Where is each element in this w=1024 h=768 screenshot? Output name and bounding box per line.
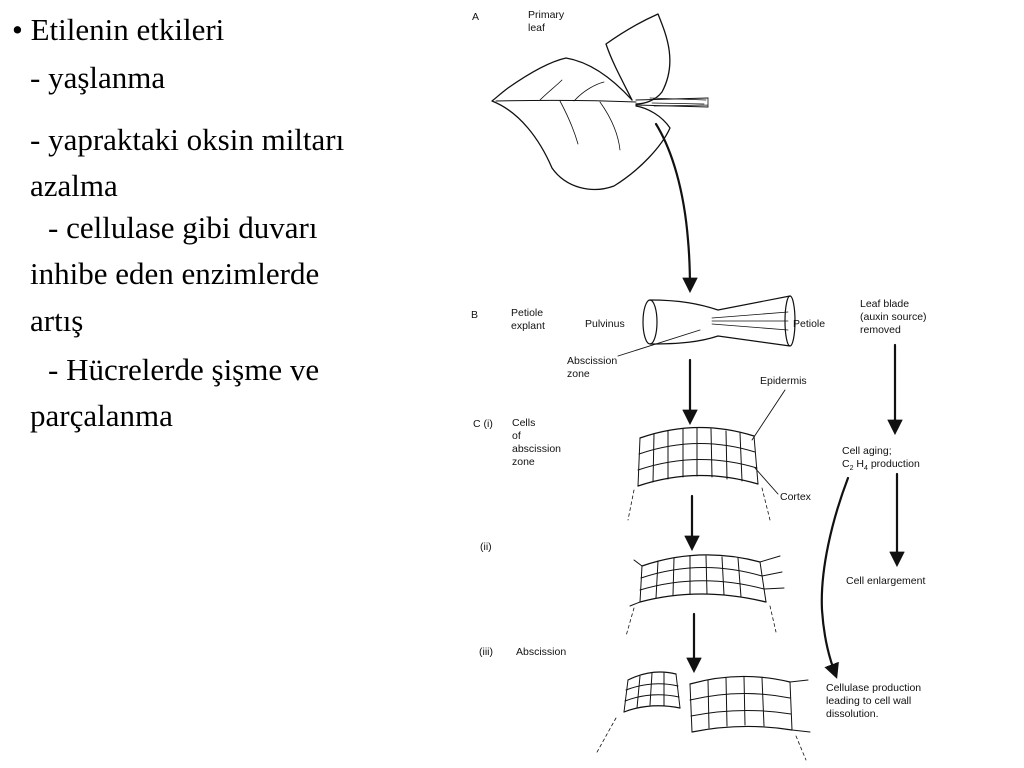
epidermis-label: Epidermis [760, 375, 807, 387]
leaf-icon [491, 13, 709, 190]
cell-enlargement-label: Cell enlargement [846, 575, 925, 587]
primary-leaf-label-2: leaf [528, 22, 545, 34]
title-line: • Etilenin etkileri [12, 12, 225, 47]
item-cellulase-line3: artış [30, 303, 84, 338]
abscission-zone-label-1: Abscission [567, 355, 617, 367]
cells-grid-1 [627, 426, 771, 521]
production-word: production [868, 458, 920, 470]
cortex-label: Cortex [780, 491, 812, 503]
h-subscript: 4 [864, 465, 868, 472]
petiole-label: Petiole [793, 318, 825, 330]
cells-label-4: zone [512, 456, 535, 468]
cells-grid-2 [625, 554, 785, 637]
petiole-explant-label-2: explant [511, 320, 545, 332]
cellulase-label-3: dissolution. [826, 708, 879, 720]
bullet: • [12, 12, 23, 47]
title: Etilenin etkileri [30, 12, 225, 47]
primary-leaf-label-1: Primary [528, 9, 565, 21]
panel-ii-label: (ii) [480, 541, 492, 553]
item-auxin-line1: - yapraktaki oksin miltarı [30, 122, 345, 157]
abscission-zone-pointer [617, 329, 701, 357]
item-auxin-line2: azalma [30, 168, 118, 203]
cellulase-label-2: leading to cell wall [826, 695, 911, 707]
leaf-blade-label-3: removed [860, 324, 901, 336]
petiole-explant-shape [642, 295, 796, 347]
c-symbol: C [842, 458, 850, 470]
pulvinus-label: Pulvinus [585, 318, 625, 330]
petiole-explant-label-1: Petiole [511, 307, 543, 319]
panel-ci-label: C (i) [473, 418, 493, 430]
cells-grid-3 [595, 671, 811, 761]
item-swelling-line2: parçalanma [30, 398, 173, 433]
leaf-blade-label-1: Leaf blade [860, 298, 909, 310]
leaf-blade-label-2: (auxin source) [860, 311, 927, 323]
panel-iii-label: (iii) [479, 646, 493, 658]
cells-label-1: Cells [512, 417, 535, 429]
item-aging: - yaşlanma [30, 60, 166, 95]
panel-b-label: B [471, 309, 478, 321]
cell-aging-label: Cell aging; [842, 445, 892, 457]
cellulase-label-1: Cellulase production [826, 682, 921, 694]
cells-label-2: of [512, 430, 521, 442]
item-swelling-line1: - Hücrelerde şişme ve [48, 352, 320, 387]
abscission-zone-label-2: zone [567, 368, 590, 380]
panel-a-label: A [472, 11, 479, 23]
item-cellulase-line2: inhibe eden enzimlerde [30, 256, 320, 291]
item-cellulase-line1: - cellulase gibi duvarı [48, 210, 318, 245]
ethylene-production-label: C2 H4 production [842, 458, 920, 472]
h-symbol: H [854, 458, 865, 470]
abscission-label: Abscission [516, 646, 566, 658]
cells-label-3: abscission [512, 443, 561, 455]
c-subscript: 2 [850, 465, 854, 472]
